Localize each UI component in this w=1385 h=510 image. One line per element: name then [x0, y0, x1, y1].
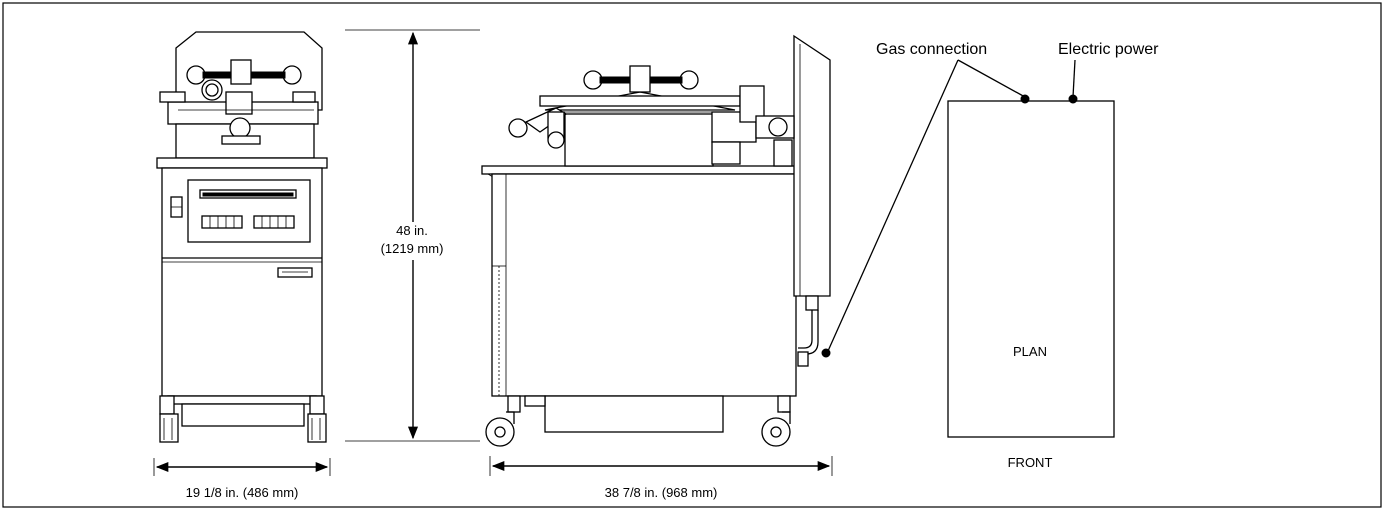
height-mm-label: (1219 mm): [381, 241, 444, 256]
side-view-fryer: [481, 34, 831, 447]
side-depth-dimension: 38 7/8 in. (968 mm): [489, 456, 833, 500]
front-width-label: 19 1/8 in. (486 mm): [186, 485, 299, 500]
side-depth-label: 38 7/8 in. (968 mm): [605, 485, 718, 500]
front-width-dimension: 19 1/8 in. (486 mm): [153, 458, 331, 500]
height-in-label: 48 in.: [396, 223, 428, 238]
gas-connection-label: Gas connection: [876, 41, 987, 58]
electric-power-callout: Electric power: [1058, 41, 1159, 104]
plan-view: PLAN FRONT: [947, 100, 1115, 470]
gas-connection-callout: Gas connection: [821, 41, 1030, 358]
plan-rectangle: [947, 100, 1115, 438]
height-dimension: 48 in. (1219 mm): [345, 29, 480, 442]
plan-label: PLAN: [1013, 344, 1047, 359]
front-label: FRONT: [1008, 455, 1053, 470]
front-view-fryer: [156, 31, 328, 443]
electric-power-label: Electric power: [1058, 41, 1159, 58]
